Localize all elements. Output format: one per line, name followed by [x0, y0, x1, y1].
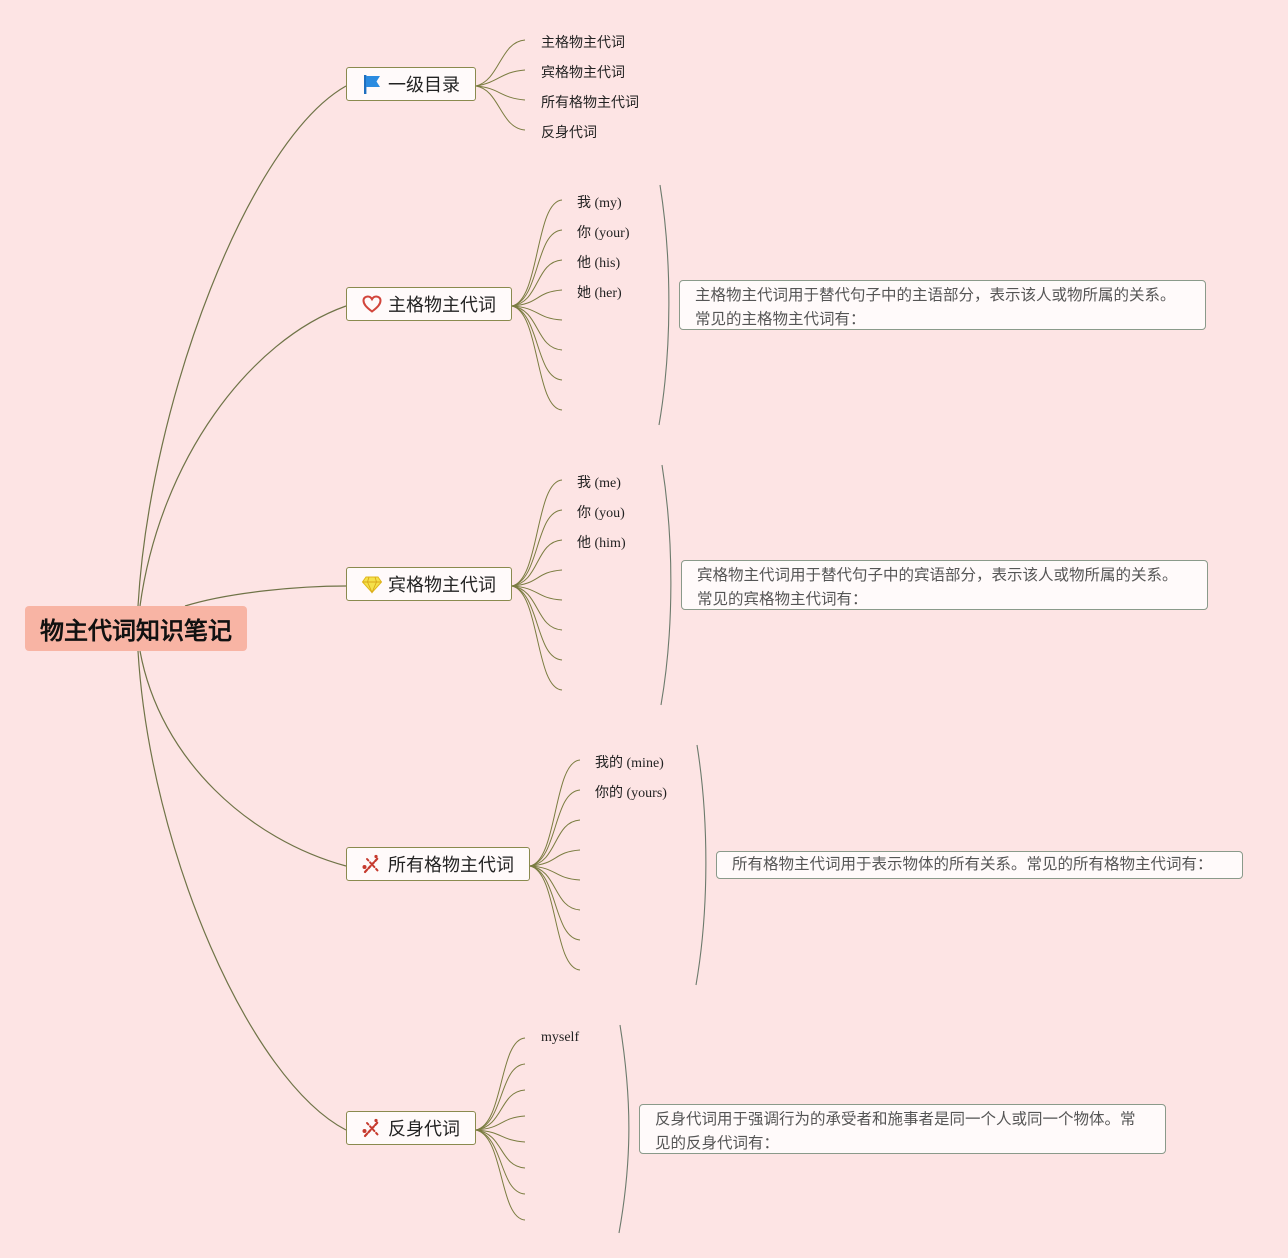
brace-b2: [660, 464, 672, 706]
leaf-item[interactable]: 反身代词: [541, 125, 597, 141]
link-b0-l3: [475, 85, 526, 131]
link-b2-l7: [511, 585, 563, 691]
leaf-item[interactable]: myself: [541, 1030, 580, 1045]
link-b1-l6: [511, 305, 563, 381]
link-b3-l5: [529, 865, 581, 911]
heart-icon: [361, 293, 383, 315]
leaf-item[interactable]: 我 (me): [577, 476, 621, 491]
link-b4-l5: [475, 1129, 526, 1169]
link-b3-l3: [529, 849, 581, 867]
link-b2-l1: [511, 509, 563, 587]
diamond-icon: [361, 573, 383, 595]
link-b3-l4: [529, 865, 581, 881]
link-b1-l4: [511, 305, 563, 321]
link-root-b4: [137, 650, 347, 1131]
leaf-item[interactable]: 所有格物主代词: [541, 95, 639, 111]
topic-label: 宾格物主代词: [388, 575, 496, 596]
note-text: 主格物主代词用于替代句子中的主语部分，表示该人或物所属的关系。常见的主格物主代词…: [695, 286, 1176, 328]
link-b1-l3: [511, 289, 563, 307]
link-b3-l2: [529, 819, 581, 867]
link-b1-l2: [511, 259, 563, 307]
link-b4-l6: [475, 1129, 526, 1195]
note-box[interactable]: 宾格物主代词用于替代句子中的宾语部分，表示该人或物所属的关系。常见的宾格物主代词…: [681, 560, 1208, 610]
link-b0-l1: [475, 69, 526, 87]
leaf-item[interactable]: 我的 (mine): [595, 756, 664, 771]
flag-icon: [361, 73, 383, 95]
topic-label: 主格物主代词: [388, 295, 496, 316]
link-root-b1: [139, 305, 347, 607]
brace-b3: [695, 744, 707, 986]
leaf-item[interactable]: 我 (my): [577, 196, 622, 211]
leaf-item[interactable]: 他 (him): [577, 536, 626, 551]
link-b2-l0: [511, 479, 563, 587]
link-b2-l6: [511, 585, 563, 661]
root-title: 物主代词知识笔记: [40, 617, 232, 645]
link-b3-l1: [529, 789, 581, 867]
leaf-item[interactable]: 她 (her): [577, 286, 622, 301]
link-b1-l1: [511, 229, 563, 307]
link-b2-l4: [511, 585, 563, 601]
note-box[interactable]: 所有格物主代词用于表示物体的所有关系。常见的所有格物主代词有：: [716, 851, 1243, 879]
tools-icon: [361, 1117, 383, 1139]
topic-level-one-catalog[interactable]: 一级目录: [346, 67, 476, 101]
note-text: 宾格物主代词用于替代句子中的宾语部分，表示该人或物所属的关系。常见的宾格物主代词…: [697, 566, 1178, 608]
link-b0-l2: [475, 85, 526, 101]
link-b1-l0: [511, 199, 563, 307]
topic-objective-possessive[interactable]: 宾格物主代词: [346, 567, 512, 601]
link-b4-l1: [475, 1063, 526, 1131]
link-b2-l3: [511, 569, 563, 587]
topic-reflexive-pronoun[interactable]: 反身代词: [346, 1111, 476, 1145]
note-text: 所有格物主代词用于表示物体的所有关系。常见的所有格物主代词有：: [732, 855, 1213, 873]
link-b4-l4: [475, 1129, 526, 1143]
link-b4-l3: [475, 1115, 526, 1131]
brace-b1: [658, 184, 670, 426]
note-box[interactable]: 主格物主代词用于替代句子中的主语部分，表示该人或物所属的关系。常见的主格物主代词…: [679, 280, 1206, 330]
leaf-item[interactable]: 宾格物主代词: [541, 65, 625, 81]
link-b4-l7: [475, 1129, 526, 1221]
link-b4-l0: [475, 1037, 526, 1131]
leaf-item[interactable]: 你 (your): [577, 226, 630, 241]
link-b1-l5: [511, 305, 563, 351]
note-text: 反身代词用于强调行为的承受者和施事者是同一个人或同一个物体。常见的反身代词有：: [655, 1110, 1136, 1152]
link-root-b2: [184, 585, 347, 607]
link-b4-l2: [475, 1089, 526, 1131]
link-root-b0: [137, 85, 347, 607]
leaf-item[interactable]: 你 (you): [577, 506, 625, 521]
link-b1-l7: [511, 305, 563, 411]
link-b3-l0: [529, 759, 581, 867]
link-b2-l5: [511, 585, 563, 631]
topic-label: 一级目录: [388, 75, 460, 96]
topic-label: 反身代词: [388, 1119, 460, 1140]
topic-nominative-possessive[interactable]: 主格物主代词: [346, 287, 512, 321]
leaf-item[interactable]: 他 (his): [577, 256, 621, 271]
brace-b4: [618, 1024, 630, 1234]
leaf-item[interactable]: 主格物主代词: [541, 35, 625, 51]
link-b3-l6: [529, 865, 581, 941]
link-b0-l0: [475, 39, 526, 87]
link-b2-l2: [511, 539, 563, 587]
topic-possessive-pronoun[interactable]: 所有格物主代词: [346, 847, 530, 881]
link-b3-l7: [529, 865, 581, 971]
topic-label: 所有格物主代词: [388, 855, 514, 876]
note-box[interactable]: 反身代词用于强调行为的承受者和施事者是同一个人或同一个物体。常见的反身代词有：: [639, 1104, 1166, 1154]
tools-icon: [361, 853, 383, 875]
root-topic[interactable]: 物主代词知识笔记: [25, 606, 247, 651]
link-root-b3: [139, 650, 347, 867]
leaf-item[interactable]: 你的 (yours): [595, 786, 667, 801]
